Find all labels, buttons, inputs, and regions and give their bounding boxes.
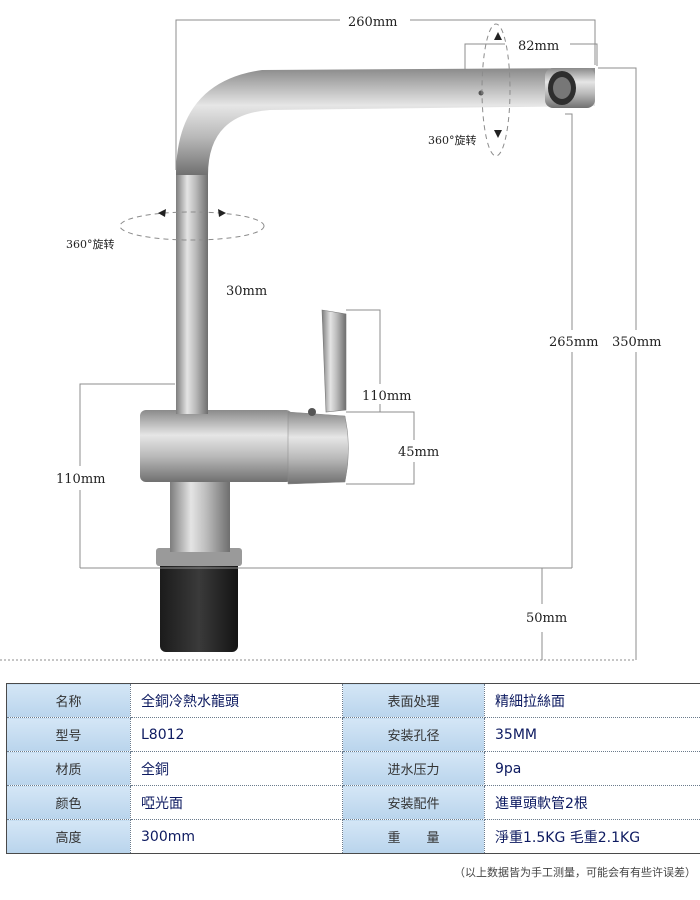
spec-label: 表面处理 — [342, 683, 485, 718]
spec-label: 型号 — [6, 717, 131, 752]
spec-label: 颜色 — [6, 785, 131, 820]
vertical-pipe — [176, 170, 208, 414]
spec-label: 重 量 — [342, 819, 485, 854]
spec-value: L8012 — [130, 717, 343, 752]
faucet-diagram: 360°旋转 360°旋转 260mm 82mm 30mm 265mm 350m… — [0, 15, 661, 661]
dimension-lines — [0, 19, 637, 661]
spec-value: 35MM — [484, 717, 700, 752]
spec-value: 進單頭軟管2根 — [484, 785, 700, 820]
dim-body-diameter: 45mm — [398, 445, 439, 460]
rotation-label-base: 360°旋转 — [66, 237, 115, 251]
table-row: 颜色 啞光面 安装配件 進單頭軟管2根 — [6, 785, 700, 820]
base-shank — [170, 470, 230, 552]
dim-width-total: 260mm — [348, 15, 397, 30]
table-row: 名称 全銅冷熱水龍頭 表面处理 精細拉絲面 — [6, 683, 700, 718]
spec-value: 精細拉絲面 — [484, 683, 700, 718]
spec-label: 进水压力 — [342, 751, 485, 786]
spec-table: 名称 全銅冷熱水龍頭 表面处理 精細拉絲面 型号 L8012 安装孔径 35MM… — [6, 683, 700, 854]
dim-body-height: 110mm — [56, 472, 105, 487]
mounting-nut — [160, 560, 238, 652]
spec-label: 名称 — [6, 683, 131, 718]
rotation-arrow-base — [119, 209, 265, 241]
faucet-body — [140, 410, 292, 482]
faucet-illustration — [140, 68, 595, 652]
spec-value: 啞光面 — [130, 785, 343, 820]
spec-label: 材质 — [6, 751, 131, 786]
table-row: 高度 300mm 重 量 淨重1.5KG 毛重2.1KG — [6, 819, 700, 854]
spec-value: 全銅 — [130, 751, 343, 786]
spec-value: 全銅冷熱水龍頭 — [130, 683, 343, 718]
spec-label: 安装配件 — [342, 785, 485, 820]
spec-value: 300mm — [130, 819, 343, 854]
dim-pipe-diameter: 30mm — [226, 284, 267, 299]
spec-label: 高度 — [6, 819, 131, 854]
dim-handle-height: 110mm — [362, 389, 411, 404]
rotation-label-spout: 360°旋转 — [428, 133, 477, 147]
dim-spout-end: 82mm — [518, 39, 559, 54]
dim-spout-height: 265mm — [549, 335, 598, 350]
rotation-arrow-spout — [481, 23, 511, 157]
spec-value: 9pa — [484, 751, 700, 786]
table-row: 材质 全銅 进水压力 9pa — [6, 751, 700, 786]
spec-value: 淨重1.5KG 毛重2.1KG — [484, 819, 700, 854]
handle-lever — [321, 309, 347, 413]
spec-label: 安装孔径 — [342, 717, 485, 752]
footnote: （以上数据皆为手工测量，可能会有有些许误差） — [454, 866, 696, 879]
dim-shank-length: 50mm — [526, 611, 567, 626]
dim-total-height: 350mm — [612, 335, 661, 350]
spout-arm — [176, 68, 595, 175]
table-row: 型号 L8012 安装孔径 35MM — [6, 717, 700, 752]
